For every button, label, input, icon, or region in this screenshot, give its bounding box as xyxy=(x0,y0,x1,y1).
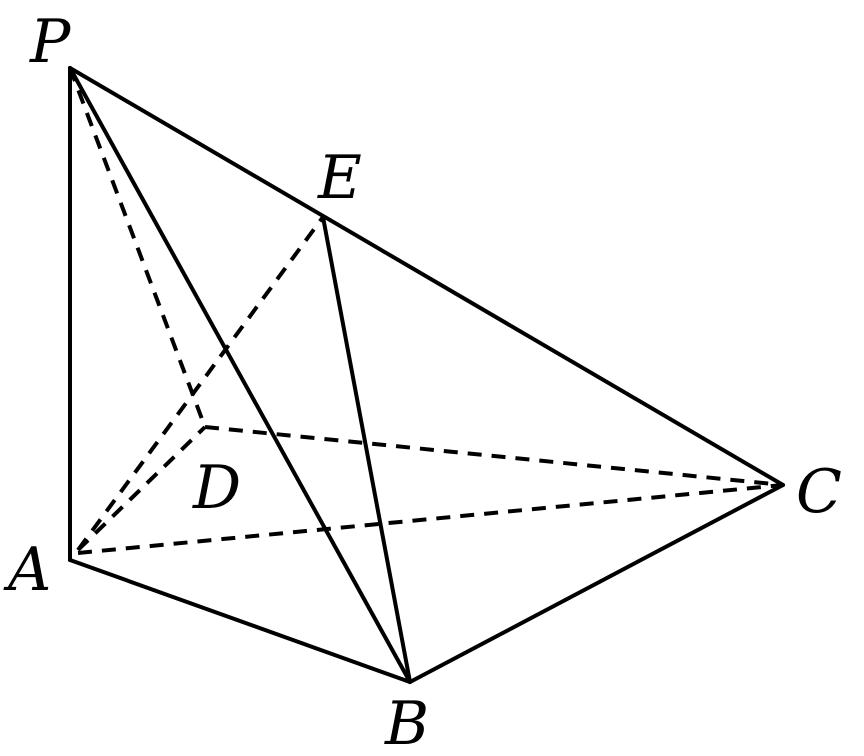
vertex-label-P: P xyxy=(29,7,72,77)
vertex-label-D: D xyxy=(192,453,241,523)
edge-AD xyxy=(76,425,207,552)
edge-AE xyxy=(76,215,325,552)
edge-PD xyxy=(68,67,207,428)
edge-PC xyxy=(68,66,785,487)
edge-BC xyxy=(408,483,785,684)
vertex-label-B: B xyxy=(384,689,429,756)
vertex-label-C: C xyxy=(796,457,842,527)
vertex-label-E: E xyxy=(317,143,362,213)
edge-PB xyxy=(68,66,412,684)
vertex-label-A: A xyxy=(3,535,51,605)
edge-DC xyxy=(204,425,784,487)
edge-EB xyxy=(321,215,412,684)
edge-AB xyxy=(68,558,412,684)
